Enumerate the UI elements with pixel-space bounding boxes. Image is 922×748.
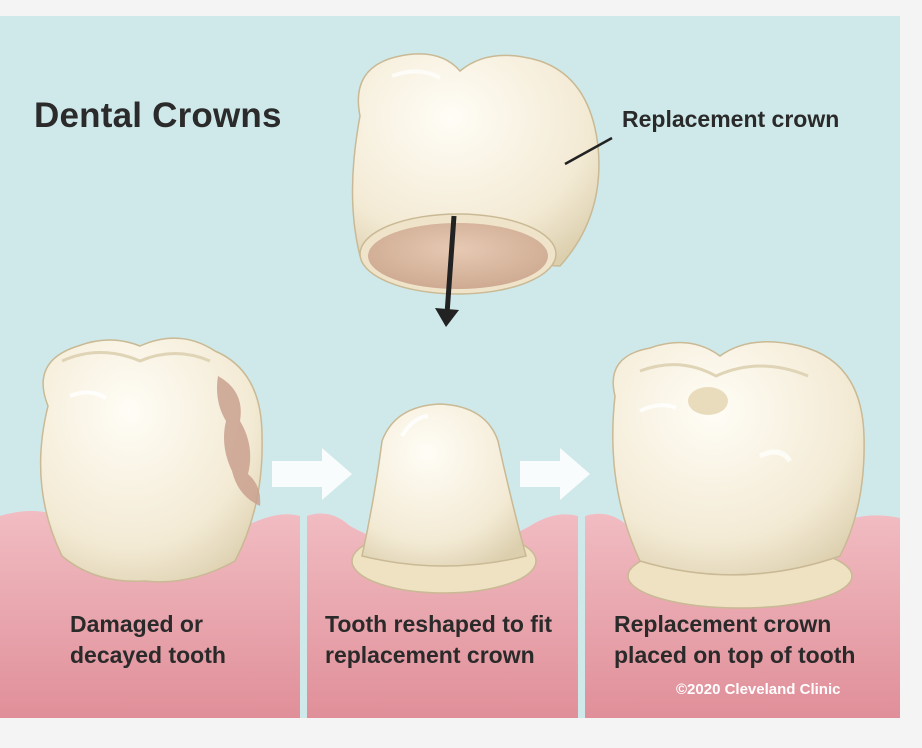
reshaped-tooth-illustration [352,404,536,593]
step3-caption-line2: placed on top of tooth [614,642,855,668]
step2-caption: Tooth reshaped to fit replacement crown [325,609,575,671]
step3-caption: Replacement crown placed on top of tooth [614,609,884,671]
crowned-tooth-illustration [613,342,864,608]
step1-caption-line1: Damaged or [70,611,203,637]
copyright-notice: ©2020 Cleveland Clinic [676,681,840,698]
panel-divider [578,510,585,718]
step3-caption-line1: Replacement crown [614,611,831,637]
diagram-title: Dental Crowns [34,96,282,136]
right-arrow-icon [272,448,352,500]
step1-caption-line2: decayed tooth [70,642,226,668]
illustration: Dental Crowns Replacement crown Damaged … [0,16,900,718]
panel-divider [300,510,307,718]
step1-caption: Damaged or decayed tooth [70,609,290,671]
step2-caption-line1: Tooth reshaped to fit [325,611,552,637]
step2-caption-line2: replacement crown [325,642,535,668]
replacement-crown-illustration [353,54,599,294]
damaged-tooth-illustration [41,338,263,582]
replacement-crown-label: Replacement crown [622,104,839,135]
right-arrow-icon [520,448,590,500]
